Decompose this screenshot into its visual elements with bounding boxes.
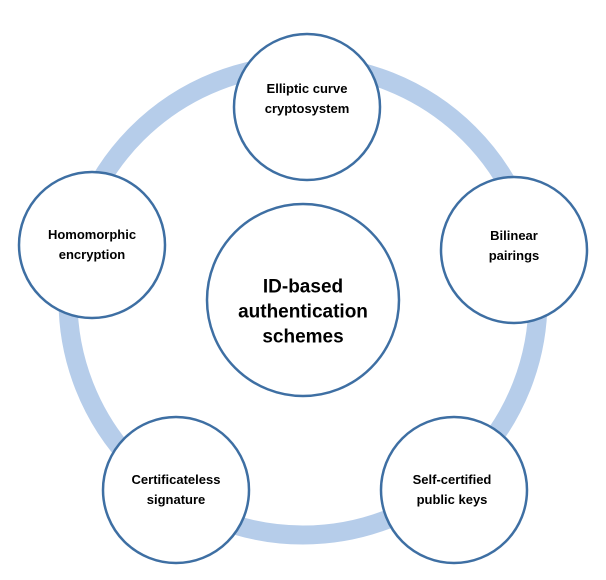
node-label-bilinear-pairings: Bilinear pairings (488, 228, 540, 263)
node-label-homomorphic: Homomorphic encryption (47, 227, 137, 262)
center-circle (205, 202, 401, 398)
node-label-elliptic-curve: Elliptic curve cryptosystem (264, 81, 350, 116)
node-circle-self-certified (379, 415, 529, 565)
node-label-certificateless: Certificateless signature (131, 472, 221, 507)
node-circle-homomorphic (17, 170, 167, 320)
node-circle-elliptic-curve (232, 32, 382, 182)
center-label: ID-based authentication schemes (238, 276, 368, 348)
node-circle-bilinear-pairings (439, 175, 589, 325)
node-circle-certificateless (101, 415, 251, 565)
node-label-self-certified: Self-certified public keys (412, 472, 492, 507)
